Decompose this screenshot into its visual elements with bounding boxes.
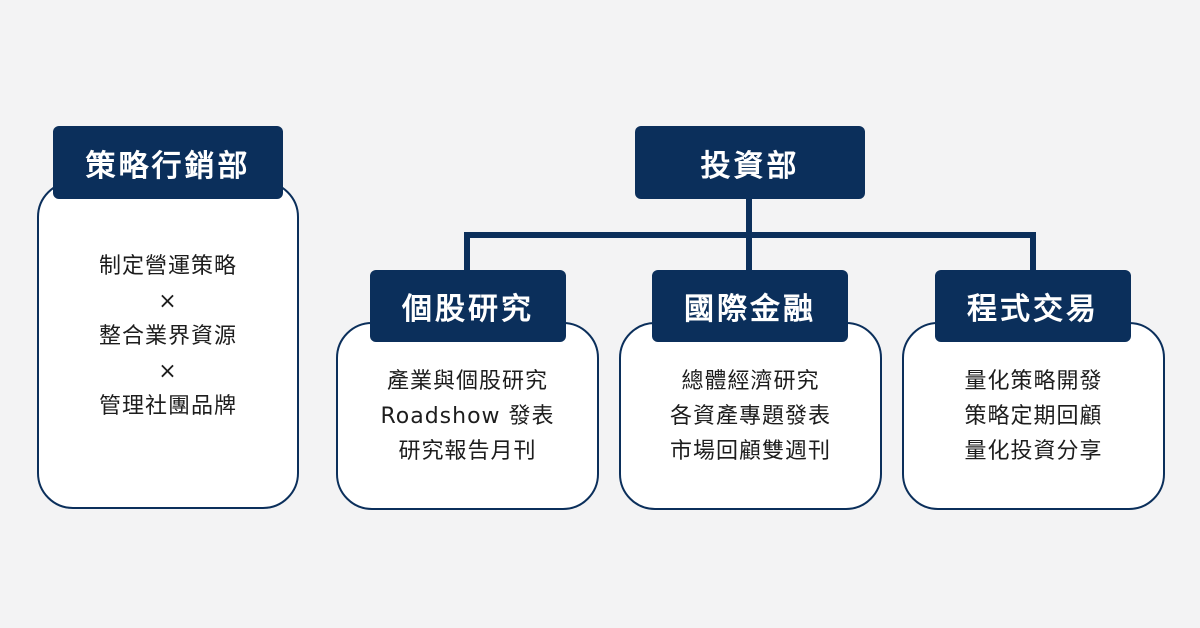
stock-research-line: 研究報告月刊 xyxy=(398,439,537,464)
marketing-line: 管理社團品牌 xyxy=(98,394,237,419)
stock-research-card: 產業與個股研究 Roadshow 發表 研究報告月刊 xyxy=(336,322,599,510)
quant-trading-line: 策略定期回顧 xyxy=(964,404,1103,429)
connector-vertical-quant xyxy=(1030,232,1036,272)
intl-finance-card: 總體經濟研究 各資產專題發表 市場回顧雙週刊 xyxy=(619,322,882,510)
intl-finance-title: 國際金融 xyxy=(652,270,848,342)
quant-trading-title: 程式交易 xyxy=(935,270,1131,342)
stock-research-title: 個股研究 xyxy=(370,270,566,342)
connector-vertical-stock xyxy=(464,232,470,272)
intl-finance-line: 總體經濟研究 xyxy=(681,369,820,394)
marketing-separator: × xyxy=(158,359,178,384)
marketing-lines: 制定營運策略 × 整合業界資源 × 管理社團品牌 xyxy=(39,249,297,424)
quant-trading-lines: 量化策略開發 策略定期回顧 量化投資分享 xyxy=(904,364,1163,469)
marketing-line: 制定營運策略 xyxy=(98,254,237,279)
marketing-card: 制定營運策略 × 整合業界資源 × 管理社團品牌 xyxy=(37,181,299,509)
marketing-separator: × xyxy=(158,289,178,314)
stock-research-line: 產業與個股研究 xyxy=(386,369,548,394)
marketing-line: 整合業界資源 xyxy=(98,324,237,349)
connector-vertical-intl xyxy=(746,232,752,272)
marketing-title: 策略行銷部 xyxy=(53,126,283,199)
quant-trading-card: 量化策略開發 策略定期回顧 量化投資分享 xyxy=(902,322,1165,510)
intl-finance-line: 各資產專題發表 xyxy=(669,404,831,429)
intl-finance-line: 市場回顧雙週刊 xyxy=(669,439,831,464)
connector-vertical-main xyxy=(746,197,752,239)
investment-title: 投資部 xyxy=(635,126,865,199)
stock-research-line: Roadshow 發表 xyxy=(380,404,555,429)
quant-trading-line: 量化策略開發 xyxy=(964,369,1103,394)
stock-research-lines: 產業與個股研究 Roadshow 發表 研究報告月刊 xyxy=(338,364,597,469)
intl-finance-lines: 總體經濟研究 各資產專題發表 市場回顧雙週刊 xyxy=(621,364,880,469)
quant-trading-line: 量化投資分享 xyxy=(964,439,1103,464)
